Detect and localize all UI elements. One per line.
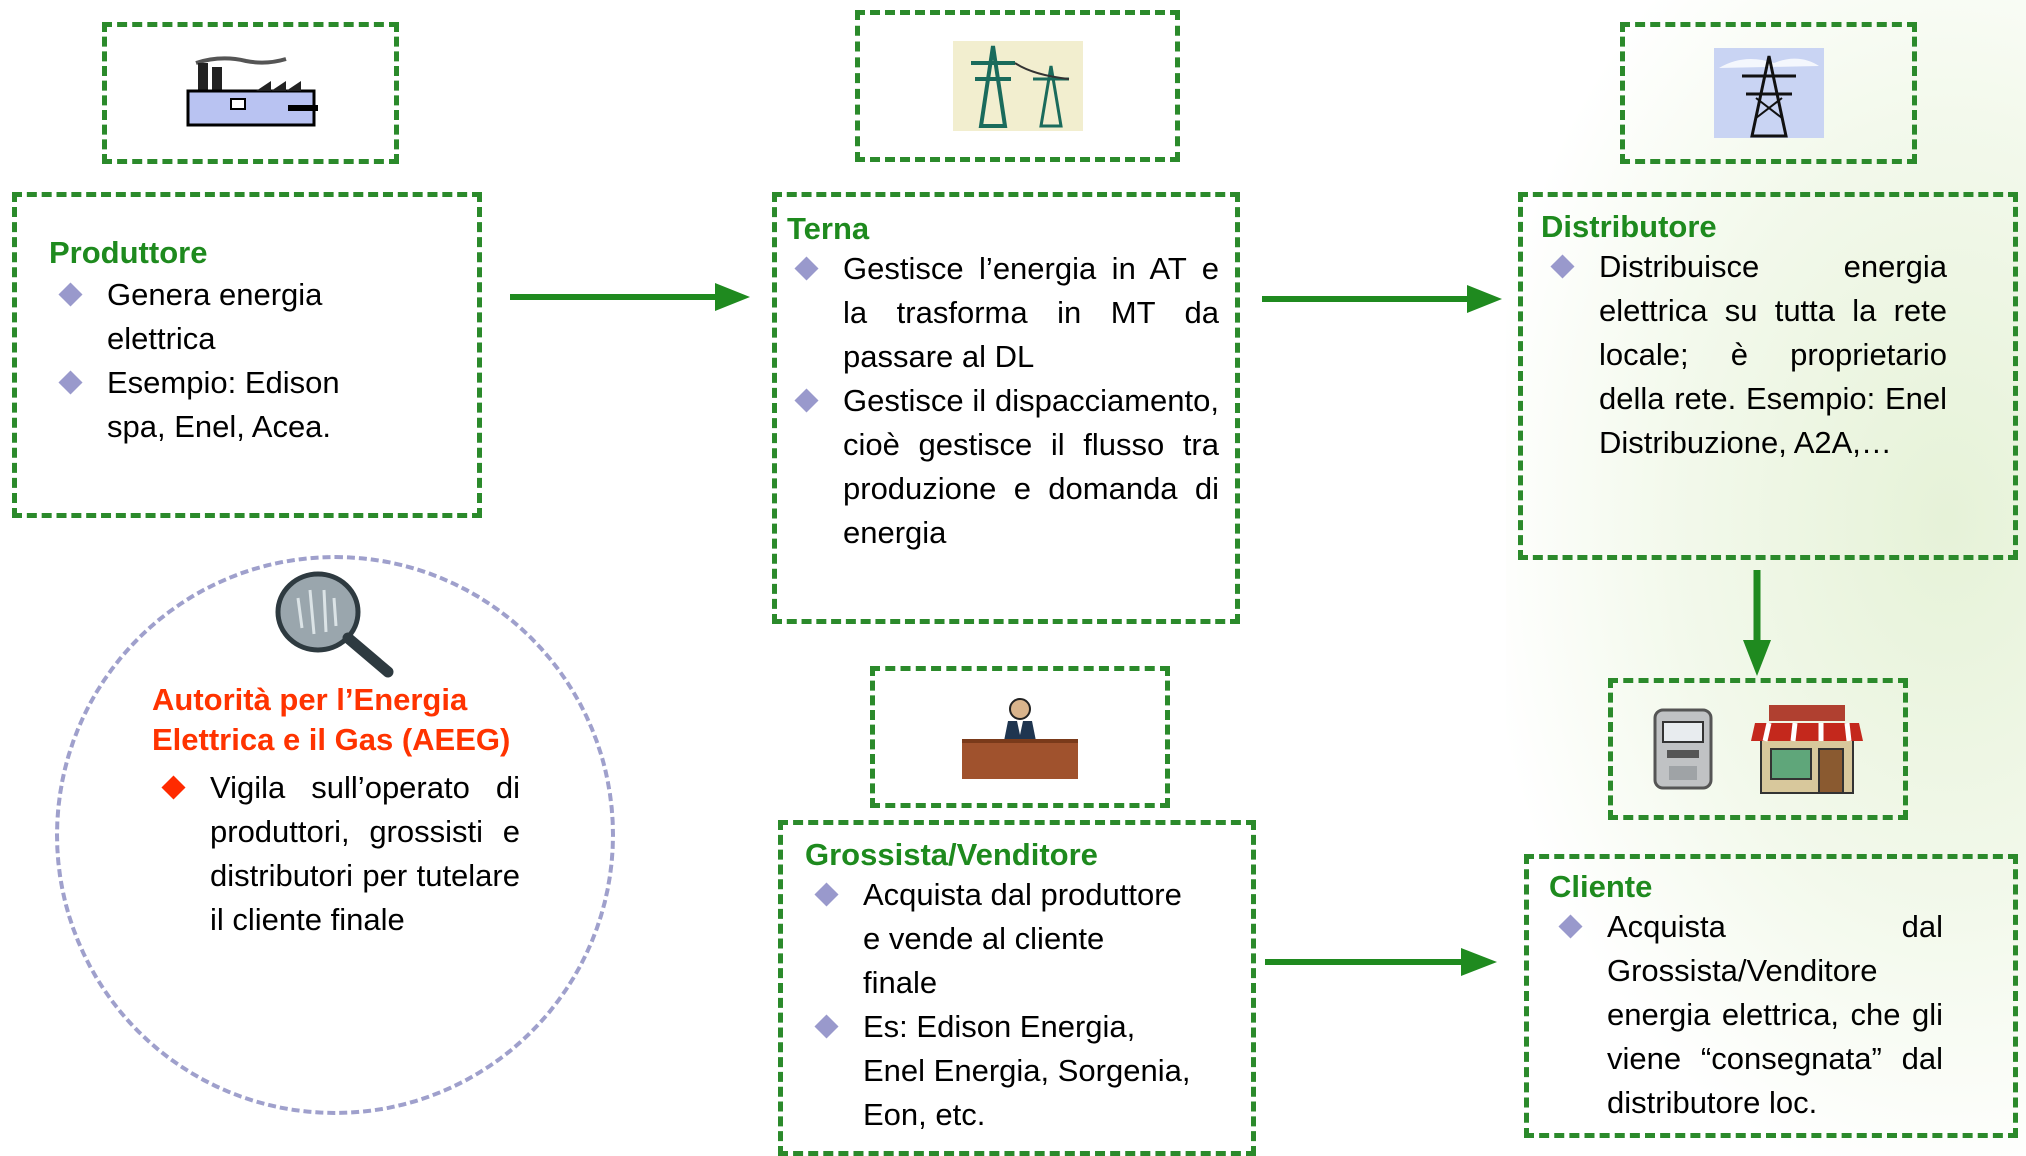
wholesaler-bullet-1: Acquista dal produttore e vende al clien… [814,873,1183,1005]
arrow-terna-to-distributor [1262,285,1502,313]
wholesaler-box: Grossista/Venditore Acquista dal produtt… [778,820,1256,1156]
client-icon-box [1608,678,1908,820]
distributor-bullet-1: Distribuisce energia elettrica su tutta … [1550,245,1947,465]
authority-bullet-1: Vigila sull’operato di produttori, gross… [161,766,520,942]
authority-title: Autorità per l’Energia Elettrica e il Ga… [152,682,511,757]
client-title: Cliente [1549,869,1653,904]
transmission-tower-icon [1713,48,1824,138]
authority-block: Autorità per l’Energia Elettrica e il Ga… [152,680,532,942]
arrow-distributor-to-client [1743,570,1771,676]
distributor-title: Distributore [1541,209,1717,244]
wholesaler-bullet-2: Es: Edison Energia, Enel Energia, Sorgen… [814,1005,1203,1137]
distributor-box: Distributore Distribuisce energia elettr… [1518,192,2018,560]
terna-bullet-1: Gestisce l’energia in AT e la trasforma … [794,247,1219,379]
terna-icon-box [855,10,1180,162]
terna-title: Terna [787,211,870,246]
producer-box: Produttore Genera energia elettrica Esem… [12,192,482,518]
wholesaler-icon-box [870,666,1170,808]
electric-meter-icon [1653,708,1713,790]
arrow-producer-to-terna [510,283,750,311]
terna-box: Terna Gestisce l’energia in AT e la tras… [772,192,1240,624]
client-box: Cliente Acquista dal Grossista/Venditore… [1524,854,2018,1138]
producer-title: Produttore [49,235,208,270]
arrow-wholesaler-to-client [1265,948,1497,976]
terna-bullet-2: Gestisce il dispacciamento, cioè gestisc… [794,379,1219,555]
authority-circle [55,555,615,1115]
producer-bullet-1: Genera energia elettrica [58,273,397,361]
distributor-icon-box [1620,22,1917,164]
factory-icon [186,56,318,127]
producer-icon-box [102,22,399,164]
producer-bullet-2: Esempio: Edison spa, Enel, Acea. [58,361,397,449]
magnifying-glass-icon [275,571,394,678]
power-pylon-icon [952,41,1083,131]
shop-icon [1751,705,1863,794]
businessman-desk-icon [962,698,1078,779]
client-bullet-1: Acquista dal Grossista/Venditore energia… [1558,905,1943,1125]
wholesaler-title: Grossista/Venditore [805,837,1098,872]
